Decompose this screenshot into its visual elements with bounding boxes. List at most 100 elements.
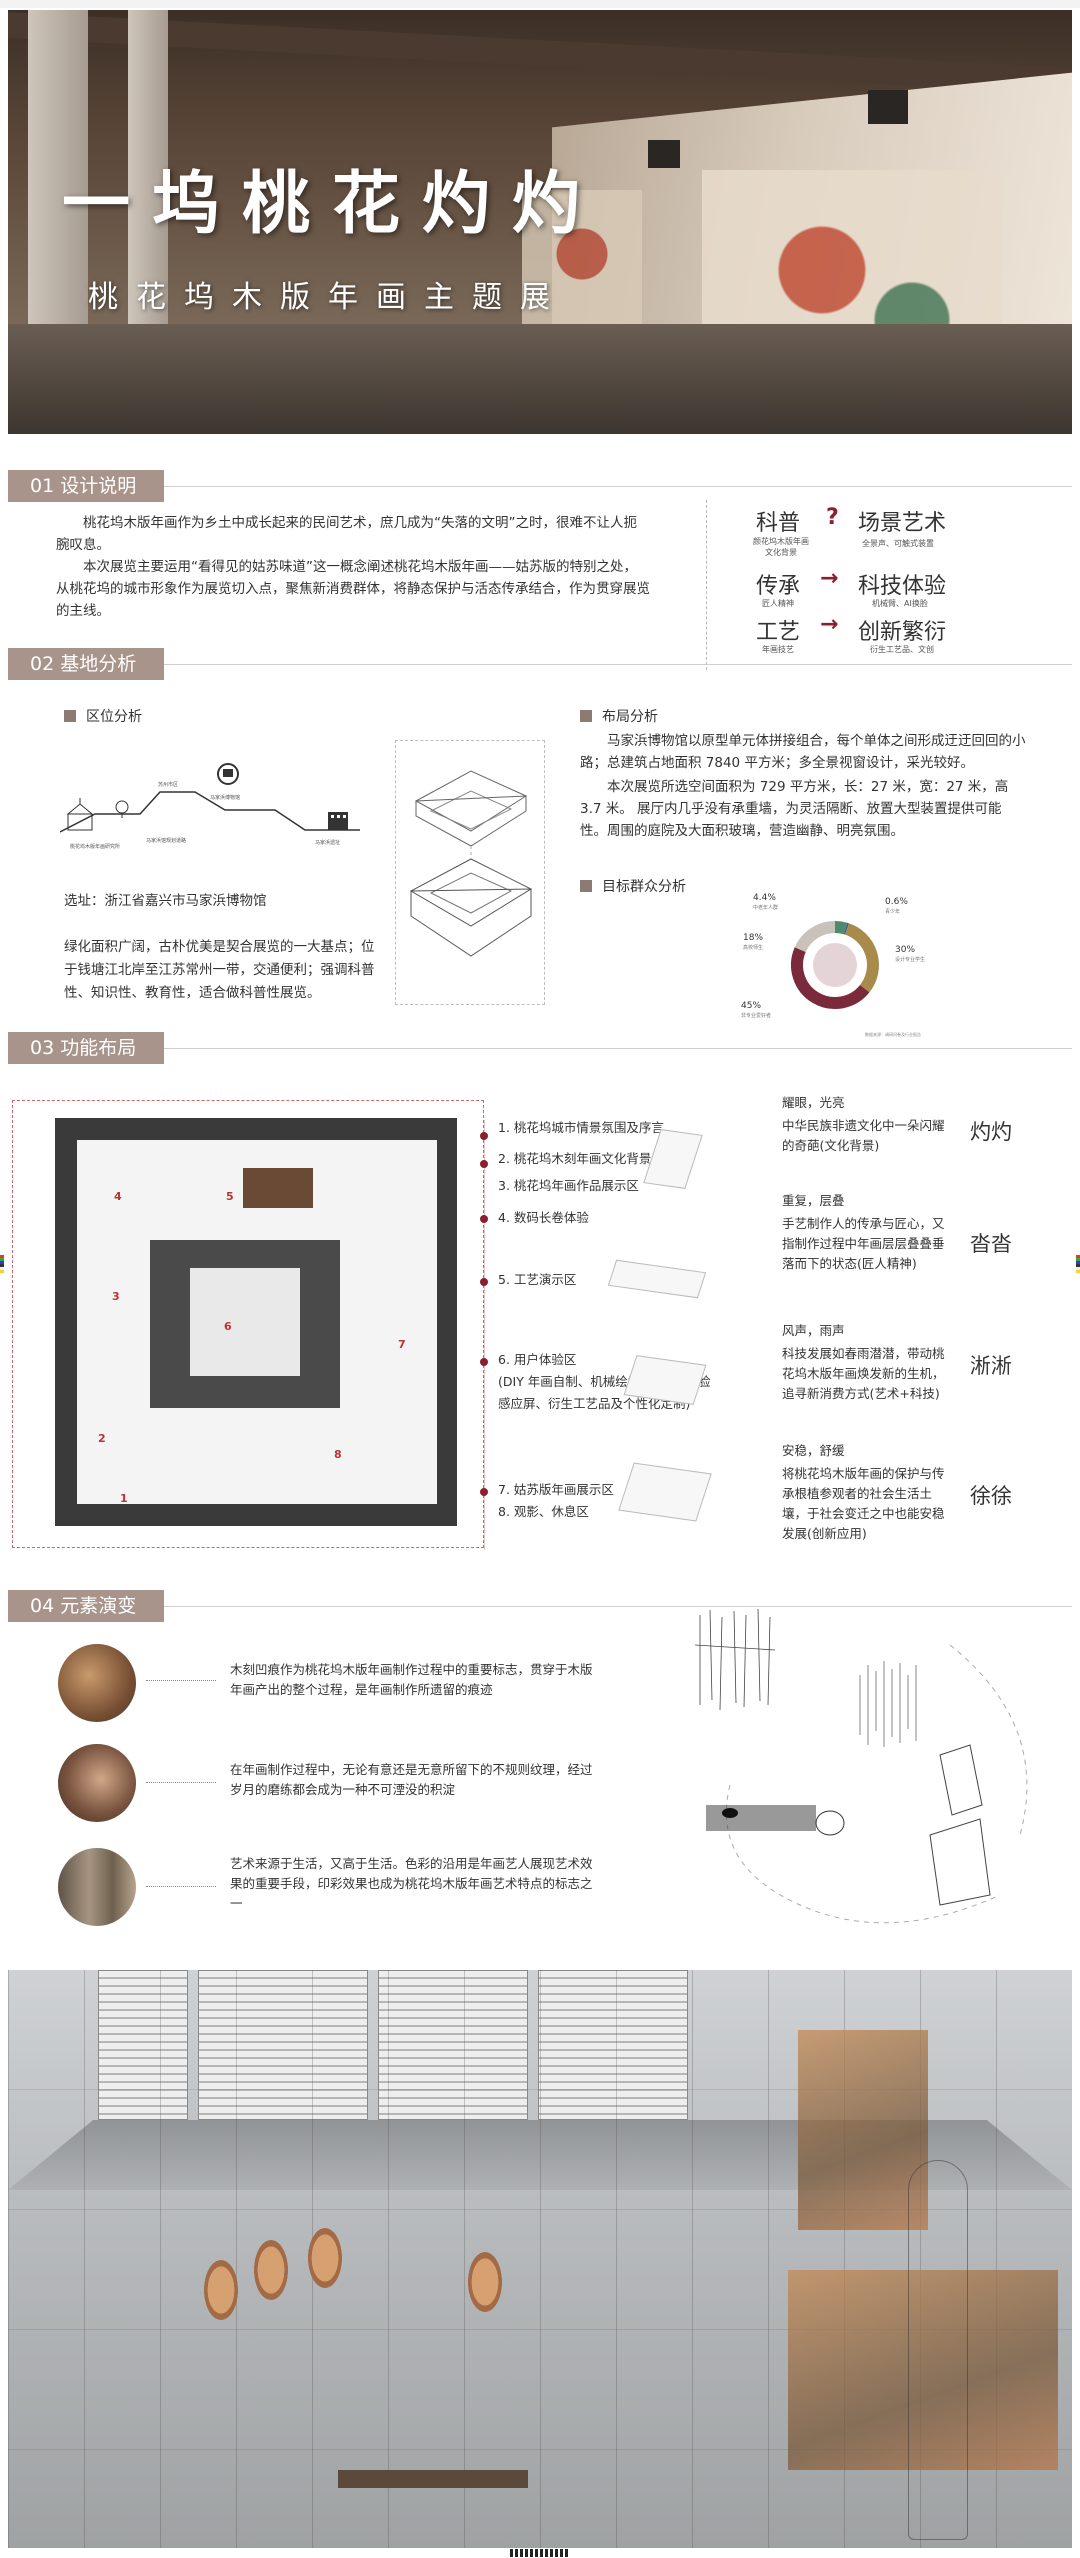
section-heading-design: 01 设计说明: [8, 470, 164, 502]
concept-word-4: 徐徐: [970, 1484, 1012, 1508]
timeline-dot: [480, 1132, 488, 1140]
axonometric-drawing-frame: [395, 740, 545, 1005]
top-bar: [0, 0, 1080, 8]
donut-label: 0.6%: [885, 897, 908, 907]
plan-number: 1: [120, 1492, 128, 1505]
square-bullet-icon: [580, 880, 592, 892]
hero-image: [8, 10, 1072, 434]
location-diagram: 桃花坞木版年画研究所 苏州市区 马家浜博物馆 马家浜馆规划道路 马家浜遗址: [60, 763, 360, 850]
timeline-dot: [480, 1215, 488, 1223]
concept-word-2: 沓沓: [970, 1232, 1012, 1256]
donut-note: 设计专业学生: [895, 956, 925, 963]
plan-frame: [12, 1100, 484, 1548]
square-bullet-icon: [64, 710, 76, 722]
zone-model-7: [618, 1462, 712, 1522]
donut-center: [813, 943, 857, 987]
axonometric-drawing: [409, 770, 533, 957]
layout-paragraph-2: 本次展览所选空间面积为 729 平方米，长：27 米，宽：27 米，高 3.7 …: [580, 779, 1009, 839]
church-icon: [66, 798, 94, 831]
zone-3: 3. 桃花坞年画作品展示区: [498, 1178, 639, 1193]
concept-text-1: 中华民族非遗文化中一朵闪耀的奇葩(文化背景): [782, 1118, 945, 1153]
window-shutter: [538, 1970, 688, 2120]
concept-left-1: 科普: [756, 511, 801, 536]
interior-render: [8, 1970, 1072, 2548]
display-bench: [338, 2470, 528, 2488]
concept-left-note-2: 匠人精神: [762, 599, 794, 608]
plan-number: 6: [224, 1320, 232, 1333]
hexagon-lantern: [308, 2228, 342, 2288]
concept-right-note-1: 全景声、可触式装置: [862, 539, 934, 548]
layout-title-text: 布局分析: [602, 709, 658, 725]
arrow-right-icon: →: [820, 566, 839, 591]
donut-slice: [844, 923, 879, 993]
plan-number: 2: [98, 1432, 106, 1445]
zone-4: 4. 数码长卷体验: [498, 1210, 589, 1225]
hexagon-lantern: [204, 2260, 238, 2320]
concept-head-1: 耀眼，光亮: [782, 1095, 845, 1110]
concept-left-note-1: 颜花坞木版年画 文化背景: [753, 537, 809, 557]
window-shutter: [98, 1970, 188, 2120]
concept-right-note-3: 衍生工艺品、文创: [870, 645, 934, 654]
timeline-dot: [480, 1160, 488, 1168]
element-text-3: 艺术来源于生活，又高于生活。色彩的沿用是年画艺人展现艺术效果的重要手段，印彩效果…: [230, 1856, 593, 1911]
timeline-dot: [480, 1358, 488, 1366]
location-label: 苏州市区: [158, 781, 178, 788]
concept-left-3: 工艺: [756, 620, 801, 645]
zone-5: 5. 工艺演示区: [498, 1272, 577, 1287]
divider: [706, 500, 707, 670]
zone-2: 2. 桃花坞木刻年画文化背景介绍区: [498, 1151, 689, 1166]
concept-text-4: 将桃花坞木版年画的保护与传承根植参观者的社会生活土壤，于社会变迁之中也能安稳发展…: [782, 1466, 945, 1541]
donut-caption: 数据来源：调研问卷及行业报告: [865, 1031, 921, 1037]
section-heading-function: 03 功能布局: [8, 1032, 164, 1064]
connector: [146, 1782, 216, 1783]
concept-right-1: 场景艺术: [858, 511, 947, 536]
concept-text-3: 科技发展如春雨潜潜，带动桃花坞木版年画焕发新的生机，追寻新消费方式(艺术+科技): [782, 1346, 945, 1401]
section-heading-site: 02 基地分析: [8, 648, 164, 680]
timeline-dot: [480, 1488, 488, 1496]
zone-1: 1. 桃花坞城市情景氛围及序言: [498, 1120, 664, 1135]
section-rule: [164, 664, 1072, 665]
concept-head-3: 风声，雨声: [782, 1323, 845, 1338]
spotlight: [648, 140, 680, 168]
print-marks-right: [1076, 1255, 1080, 1273]
hero-subtitle: 桃花坞木版年画主题展: [88, 280, 568, 315]
square-bullet-icon: [580, 710, 592, 722]
concept-text-2: 手艺制作人的传承与匠心，又指制作过程中年画层层叠叠垂落而下的状态(匠人精神): [782, 1216, 945, 1271]
location-label: 桃花坞木版年画研究所: [70, 843, 120, 850]
window-shutter: [378, 1970, 528, 2120]
location-label: 马家浜遗址: [315, 839, 340, 846]
plan-number: 3: [112, 1290, 120, 1303]
concept-word-1: 灼灼: [970, 1120, 1012, 1144]
timeline-line: [484, 1120, 485, 1550]
building-icon: [328, 812, 348, 830]
zone-6: 6. 用户体验区: [498, 1352, 577, 1367]
hexagon-lantern: [254, 2240, 288, 2300]
concept-right-note-2: 机械臂、AI换脸: [872, 599, 928, 608]
plan-number: 4: [114, 1190, 122, 1203]
site-address: 选址：浙江省嘉兴市马家浜博物馆: [64, 893, 267, 909]
hero-title: 一坞桃花灼灼: [62, 164, 603, 244]
concept-head-2: 重复，层叠: [782, 1193, 845, 1208]
question-icon: ?: [826, 505, 839, 530]
concept-right-2: 科技体验: [858, 574, 947, 599]
donut-label: 45%: [741, 1001, 761, 1011]
hexagon-lantern: [468, 2252, 502, 2312]
element-text-2: 在年画制作过程中，无论有意还是无意所留下的不规则纹理，经过岁月的磨练都会成为一种…: [230, 1762, 593, 1797]
design-paragraph-2: 本次展览主要运用“看得见的姑苏味道”这一概念阐述桃花坞木版年画——姑苏版的特别之…: [56, 559, 650, 619]
plan-desk: [243, 1168, 313, 1208]
nianhua-painting-small: [522, 190, 642, 350]
design-paragraph-1: 桃花坞木版年画作为乡土中成长起来的民间艺术，庶几成为“失落的文明”之时，很难不让…: [56, 515, 637, 553]
plan-courtyard: [190, 1268, 300, 1376]
donut-note: 青少年: [885, 908, 900, 915]
print-marks-left: [0, 1255, 4, 1273]
floor-plan: [55, 1118, 457, 1526]
donut-label: 4.4%: [753, 893, 776, 903]
donut-note: 中老年人群: [753, 904, 778, 911]
plan-number: 7: [398, 1338, 406, 1351]
section-rule: [164, 1606, 1072, 1607]
craft-hands-image: [58, 1744, 136, 1822]
plan-number: 8: [334, 1448, 342, 1461]
audience-title-text: 目标群众分析: [602, 879, 686, 895]
donut-slice: [791, 947, 870, 1009]
floor: [8, 324, 1072, 434]
